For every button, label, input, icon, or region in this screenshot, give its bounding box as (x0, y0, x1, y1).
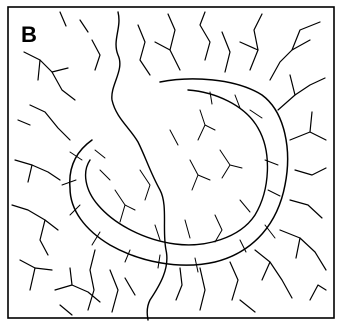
ring-branches (61, 91, 281, 273)
ring-channel-inner (84, 89, 269, 246)
ring-channel-outer (69, 78, 289, 266)
map-frame (7, 6, 335, 319)
trunk-channel (111, 11, 168, 321)
tributary-network (11, 11, 327, 316)
panel-label: B (21, 22, 37, 47)
